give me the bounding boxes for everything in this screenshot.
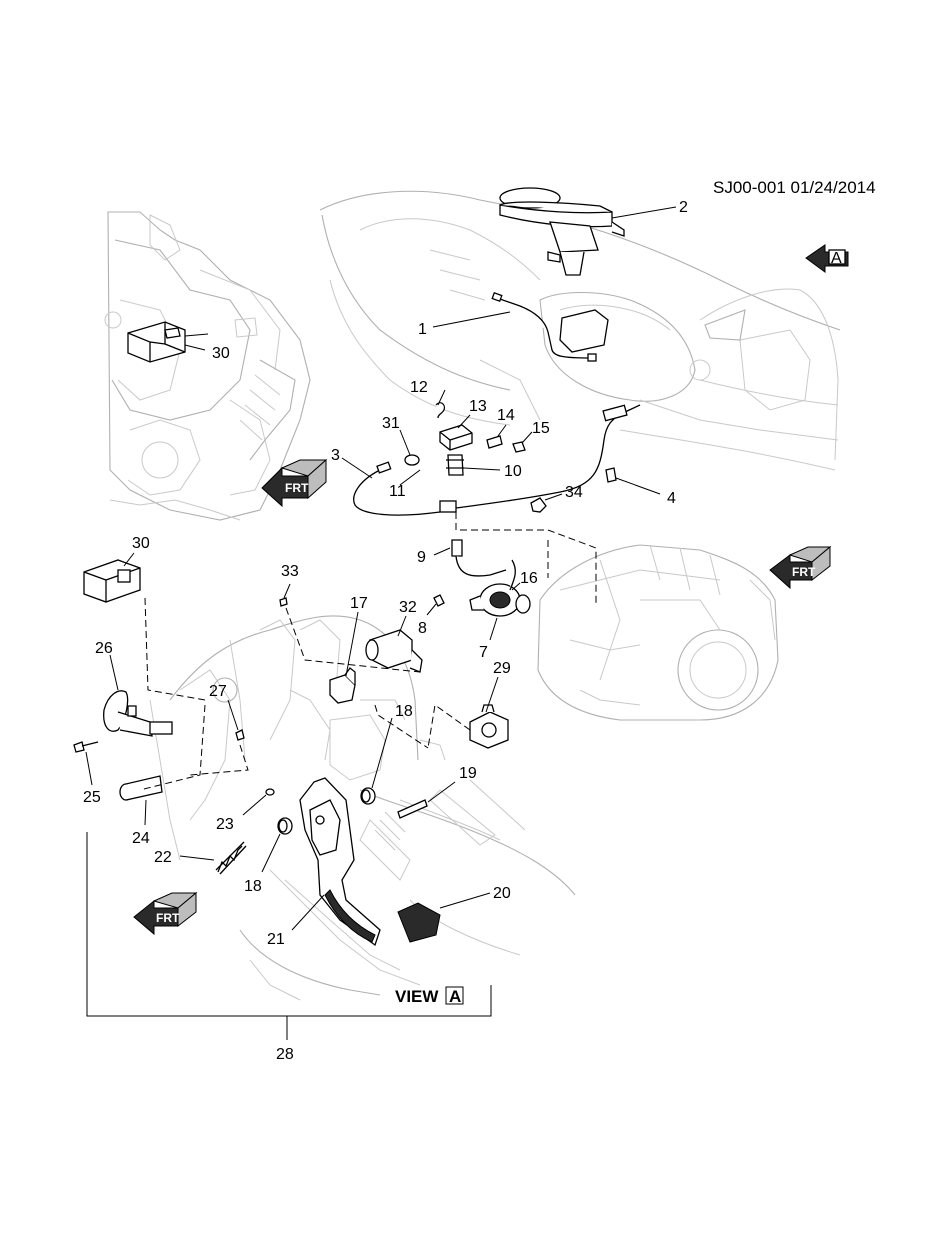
callout-15: 15 bbox=[532, 420, 550, 437]
callout-11: 11 bbox=[389, 483, 406, 500]
callout-18-left: 18 bbox=[244, 878, 262, 895]
callout-29: 29 bbox=[493, 660, 511, 677]
relay-30-inset bbox=[127, 321, 209, 363]
view-a-label: VIEW bbox=[395, 987, 439, 1006]
callout-22: 22 bbox=[154, 849, 172, 866]
frt-label-right: FRT bbox=[792, 565, 816, 579]
bolt-33 bbox=[279, 597, 288, 607]
callout-18-right: 18 bbox=[395, 703, 413, 720]
fitting-cluster bbox=[404, 402, 526, 476]
callout-17: 17 bbox=[350, 595, 368, 612]
callout-34: 34 bbox=[565, 484, 583, 501]
callout-30-lower: 30 bbox=[132, 535, 150, 552]
callout-7: 7 bbox=[479, 644, 488, 661]
callout-2: 2 bbox=[679, 199, 688, 216]
guide-switch bbox=[374, 704, 429, 749]
bolt-19 bbox=[397, 799, 428, 819]
callout-9: 9 bbox=[417, 549, 426, 566]
guide-relay bbox=[144, 597, 206, 701]
clutch-hose-3 bbox=[353, 404, 641, 516]
pivot-pin-24 bbox=[119, 775, 163, 801]
callout-1: 1 bbox=[418, 321, 427, 338]
guide-33 bbox=[285, 607, 421, 673]
callout-14: 14 bbox=[497, 407, 515, 424]
callout-16: 16 bbox=[520, 570, 538, 587]
frt-arrow-bottom: FRT bbox=[133, 891, 198, 936]
clip-34 bbox=[530, 497, 547, 513]
frt-arrow-right: FRT bbox=[769, 545, 832, 590]
actuator-29 bbox=[469, 704, 509, 749]
callout-26: 26 bbox=[95, 640, 113, 657]
firewall-booster-ghost bbox=[319, 190, 841, 471]
inset-pedal-box-ghost bbox=[104, 211, 311, 521]
callout-30-inset: 30 bbox=[212, 345, 230, 362]
spring-22 bbox=[215, 841, 247, 875]
callout-4: 4 bbox=[667, 490, 676, 507]
view-a-letter: A bbox=[449, 987, 461, 1006]
clutch-master-cylinder-26 bbox=[103, 690, 173, 737]
switch-32 bbox=[365, 629, 423, 673]
callout-3: 3 bbox=[331, 447, 340, 464]
pedal-pad-20 bbox=[397, 902, 441, 943]
callout-25: 25 bbox=[83, 789, 101, 806]
slave-cylinder-7 bbox=[433, 539, 531, 617]
callout-23: 23 bbox=[216, 816, 234, 833]
callout-10: 10 bbox=[504, 463, 522, 480]
bushing-18-left bbox=[277, 817, 293, 835]
frt-arrow-inset: FRT bbox=[261, 458, 328, 508]
clutch-pipe-1 bbox=[491, 291, 609, 362]
callout-24: 24 bbox=[132, 830, 150, 847]
view-a-arrow: A bbox=[805, 244, 849, 273]
callout-12: 12 bbox=[410, 379, 428, 396]
bushing-18-right bbox=[360, 787, 376, 805]
callout-27: 27 bbox=[209, 683, 227, 700]
guide-26 bbox=[139, 704, 206, 791]
switch-17 bbox=[329, 667, 356, 704]
arrow-a-letter: A bbox=[831, 250, 842, 267]
callout-21: 21 bbox=[267, 931, 285, 948]
frt-label-inset: FRT bbox=[285, 481, 309, 495]
clip-4 bbox=[605, 467, 617, 483]
guide-27 bbox=[189, 744, 249, 776]
bolt-25 bbox=[73, 741, 99, 753]
callout-31: 31 bbox=[382, 415, 400, 432]
clip-27 bbox=[235, 729, 245, 741]
frt-label-bottom: FRT bbox=[156, 911, 180, 925]
callout-8: 8 bbox=[418, 620, 427, 637]
guide-hose-to-transmission bbox=[455, 512, 597, 605]
washer-23 bbox=[265, 788, 275, 796]
callout-33: 33 bbox=[281, 563, 299, 580]
document-id: SJ00-001 01/24/2014 bbox=[713, 178, 876, 197]
pedal-area-ghost bbox=[149, 615, 576, 1001]
callout-32: 32 bbox=[399, 599, 417, 616]
callout-20: 20 bbox=[493, 885, 511, 902]
callout-13: 13 bbox=[469, 398, 487, 415]
callout-28: 28 bbox=[276, 1046, 294, 1063]
master-cylinder-reservoir-2 bbox=[499, 187, 625, 276]
transmission-ghost bbox=[537, 544, 779, 721]
relay-30-lower bbox=[83, 559, 141, 603]
clutch-pedal-21 bbox=[299, 777, 381, 947]
callout-19: 19 bbox=[459, 765, 477, 782]
guide-29 bbox=[427, 704, 471, 749]
group-bracket-28 bbox=[86, 832, 492, 1017]
